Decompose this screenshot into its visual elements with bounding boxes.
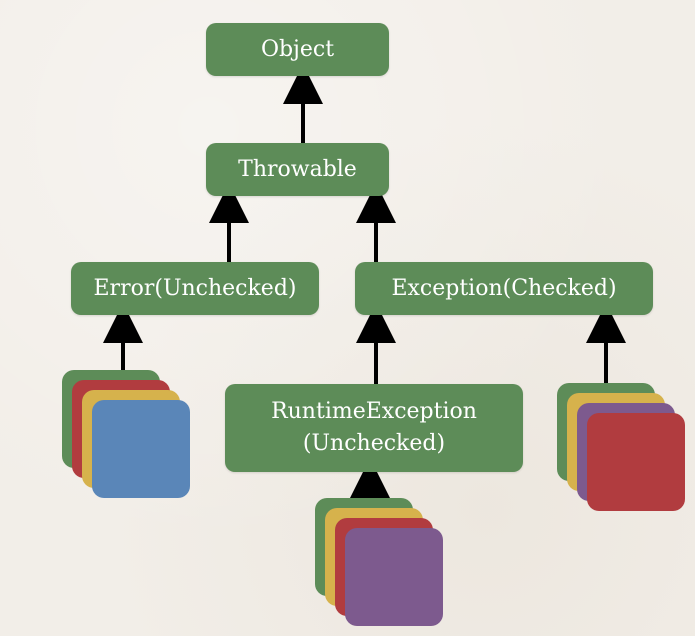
checked-subclass-card-red <box>587 413 685 511</box>
checked-subclasses-stack <box>557 383 689 517</box>
exception-node: Exception(Checked) <box>355 262 653 315</box>
object-node: Object <box>206 23 389 76</box>
error-node: Error(Unchecked) <box>71 262 319 315</box>
runtime-exception-label: RuntimeException <box>271 399 477 425</box>
error-label: Error(Unchecked) <box>93 275 297 301</box>
error-subclasses-stack <box>62 370 192 500</box>
throwable-node: Throwable <box>206 143 389 196</box>
runtime-subclass-card-purple <box>345 528 443 626</box>
runtime-exception-unchecked-label: (Unchecked) <box>302 431 446 456</box>
error-subclass-card-blue <box>92 400 190 498</box>
exception-label: Exception(Checked) <box>391 275 617 301</box>
runtime-exception-node: RuntimeException (Unchecked) <box>225 384 523 472</box>
runtime-subclasses-stack <box>315 498 445 630</box>
throwable-label: Throwable <box>238 156 357 182</box>
object-label: Object <box>260 36 335 62</box>
